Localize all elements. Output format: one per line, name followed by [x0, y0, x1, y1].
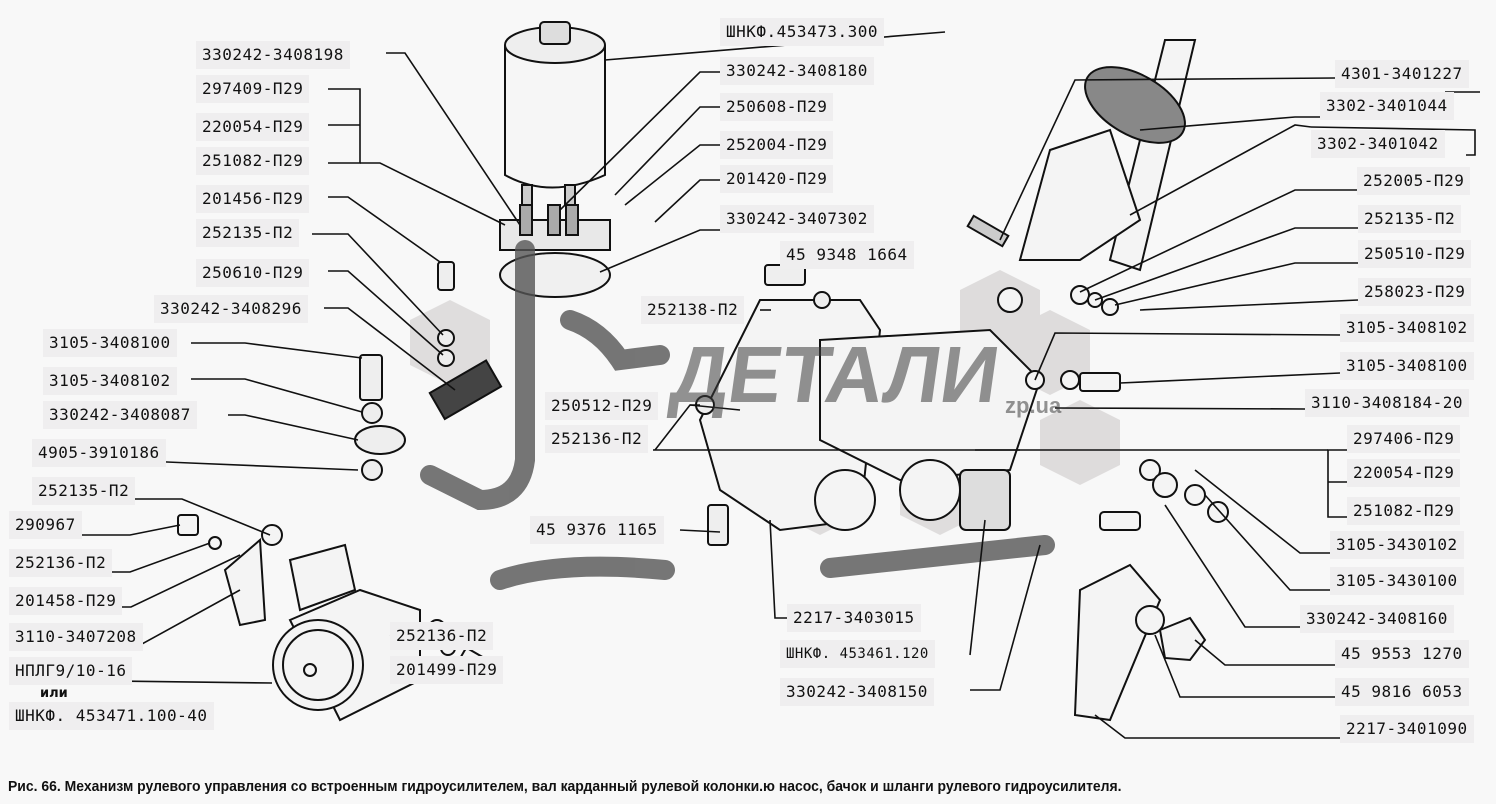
part-label: 45 9348 1664 [780, 241, 914, 269]
part-label: 251082-П29 [196, 147, 310, 175]
part-label: 3105-3430102 [1330, 531, 1464, 559]
part-label: 330242-3408198 [196, 41, 350, 69]
part-label: 330242-3408150 [780, 678, 934, 706]
part-label: 3105-3430100 [1330, 567, 1464, 595]
part-label: 252136-П2 [545, 425, 649, 453]
or-label: или [40, 686, 68, 701]
part-label: 201499-П29 [390, 656, 504, 684]
part-label: 252004-П29 [720, 131, 834, 159]
part-label: 330242-3408296 [154, 295, 308, 323]
part-label: 297406-П29 [1347, 425, 1461, 453]
hose-sleeve [428, 359, 503, 421]
part-label: ШНКФ.453473.300 [720, 18, 884, 46]
part-label: ШНКФ. 453471.100-40 [9, 702, 214, 730]
part-label: НПЛГ9/10-16 [9, 657, 133, 685]
part-label: 330242-3408180 [720, 57, 874, 85]
part-label: 252135-П2 [196, 219, 300, 247]
part-label: 3302-3401042 [1311, 130, 1445, 158]
part-label: 330242-3408160 [1300, 605, 1454, 633]
leader-lines [74, 31, 1480, 739]
power-steering-pump [177, 514, 497, 722]
part-label: 252135-П2 [1358, 205, 1462, 233]
part-label: 220054-П29 [196, 113, 310, 141]
part-label: 252136-П2 [390, 622, 494, 650]
part-label: 3110-3407208 [9, 623, 143, 651]
part-label: 201458-П29 [9, 587, 123, 615]
part-label: 2217-3403015 [787, 604, 921, 632]
part-label: 330242-3407302 [720, 205, 874, 233]
part-label: 252138-П2 [641, 296, 745, 324]
figure-caption: Рис. 66. Механизм рулевого управления со… [8, 778, 1122, 795]
cardan-shaft [966, 39, 1197, 392]
part-label: 45 9816 6053 [1335, 678, 1469, 706]
part-label: 252135-П2 [32, 477, 136, 505]
part-label: 250512-П29 [545, 392, 659, 420]
left-fittings [354, 261, 455, 481]
part-label: 3105-3408102 [43, 367, 177, 395]
part-label: 3105-3408100 [1340, 352, 1474, 380]
part-label: 45 9553 1270 [1335, 640, 1469, 668]
part-label: 2217-3401090 [1340, 715, 1474, 743]
watermark-domain: zp.ua [1005, 393, 1062, 418]
part-label: 297409-П29 [196, 75, 310, 103]
steering-gear-housing [698, 287, 1042, 532]
part-label: 250610-П29 [196, 259, 310, 287]
watermark: ДЕТАЛИ [665, 330, 1005, 419]
part-label: 4905-3910186 [32, 439, 166, 467]
part-label: 258023-П29 [1358, 278, 1472, 306]
part-label: 252005-П29 [1357, 167, 1471, 195]
part-label: ШНКФ. 453461.120 [780, 640, 935, 668]
part-label: 201456-П29 [196, 185, 310, 213]
part-label: 4301-3401227 [1335, 60, 1469, 88]
part-label: 45 9376 1165 [530, 516, 664, 544]
part-label: 3105-3408100 [43, 329, 177, 357]
part-label: 201420-П29 [720, 165, 834, 193]
part-label: 330242-3408087 [43, 401, 197, 429]
part-label: 290967 [9, 511, 82, 539]
part-label: 3105-3408102 [1340, 314, 1474, 342]
part-label: 250608-П29 [720, 93, 834, 121]
part-label: 252136-П2 [9, 549, 113, 577]
pitman-arm [1073, 459, 1229, 722]
part-label: 3110-3408184-20 [1305, 389, 1469, 417]
part-label: 250510-П29 [1358, 240, 1472, 268]
part-label: 3302-3401044 [1320, 92, 1454, 120]
reservoir-tank [504, 21, 606, 206]
part-label: 220054-П29 [1347, 459, 1461, 487]
part-label: 251082-П29 [1347, 497, 1461, 525]
